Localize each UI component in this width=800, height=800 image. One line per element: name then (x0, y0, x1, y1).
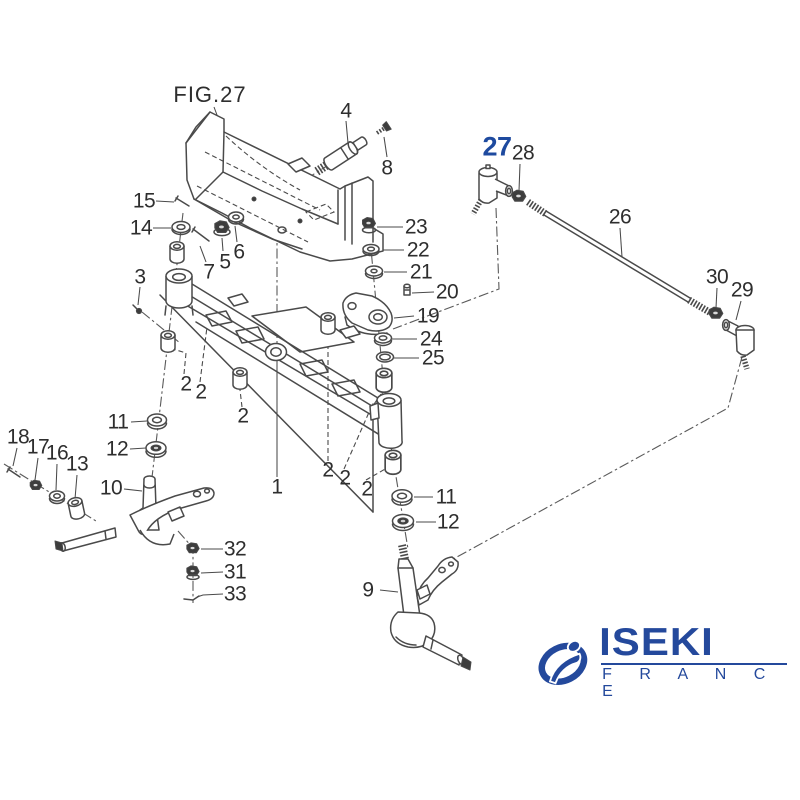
part-label-29: 29 (730, 278, 754, 302)
bolt-3 (132, 304, 143, 315)
part-label-10: 10 (99, 476, 123, 500)
part-label-16: 16 (45, 441, 69, 465)
part-label-18: 18 (6, 425, 30, 449)
support-bracket (185, 111, 384, 262)
part-label-19: 19 (416, 304, 440, 328)
part-label-7: 7 (203, 260, 215, 284)
logo-brand-text: ISEKI (599, 620, 714, 664)
nut-5 (213, 220, 231, 237)
part-label-2: 2 (237, 404, 249, 428)
part-label-2: 2 (339, 466, 351, 490)
part-label-11: 11 (107, 410, 129, 434)
knuckle-arm-10 (54, 475, 215, 552)
part-label-4: 4 (340, 99, 352, 123)
washer-24 (373, 332, 393, 347)
part-label-6: 6 (233, 240, 245, 264)
axle-beam-1 (159, 268, 403, 513)
part-label-21: 21 (409, 260, 433, 284)
pin-7 (191, 226, 210, 242)
part-label-3: 3 (134, 265, 146, 289)
part-label-11: 11 (435, 485, 457, 509)
pin-20 (403, 283, 411, 296)
tie-rod-end-27 (470, 164, 514, 216)
nut-28 (511, 189, 527, 202)
iseki-logo-icon (538, 639, 588, 685)
washer-16 (48, 490, 66, 505)
nut-32 (186, 542, 200, 554)
washer-21 (364, 265, 384, 280)
iseki-france-logo: ISEKI F R A N C E (538, 620, 798, 704)
center-pin-4 (314, 136, 368, 176)
part-label-2: 2 (361, 477, 373, 501)
pin-15 (174, 195, 190, 207)
part-label-15: 15 (132, 189, 156, 213)
nut-30 (708, 306, 724, 319)
bearing-12-right (391, 513, 415, 532)
washer-11-left (146, 413, 168, 430)
washer-6 (227, 211, 245, 225)
part-label-1: 1 (271, 475, 283, 499)
logo-divider (601, 662, 788, 665)
part-label-26: 26 (608, 205, 632, 229)
part-label-24: 24 (419, 327, 443, 351)
part-label-33: 33 (223, 582, 247, 606)
part-label-12: 12 (436, 510, 460, 534)
tie-rod-end-29 (721, 318, 755, 370)
screw-8 (375, 121, 392, 135)
part-label-30: 30 (705, 265, 729, 289)
part-label-8: 8 (381, 156, 393, 180)
part-label-23: 23 (404, 215, 428, 239)
part-label-2: 2 (180, 372, 192, 396)
part-label-5: 5 (219, 250, 231, 274)
logo-region-text: F R A N C E (602, 665, 777, 701)
part-label-20: 20 (435, 280, 459, 304)
part-label-25: 25 (421, 346, 445, 370)
pin-33 (183, 595, 200, 601)
part-label-22: 22 (406, 238, 430, 262)
pin-18 (6, 466, 21, 478)
part-label-2: 2 (195, 380, 207, 404)
part-label-2: 2 (322, 458, 334, 482)
part-label-32: 32 (223, 537, 247, 561)
washer-11-right (391, 489, 413, 506)
washer-22 (362, 243, 380, 257)
nut-31 (186, 565, 200, 581)
bushing-13 (66, 495, 87, 522)
bearing-12-left (145, 440, 167, 459)
snap-ring-25 (375, 351, 395, 363)
leader-lines (12, 106, 742, 598)
spindle-9 (389, 544, 472, 671)
nut-23 (361, 217, 377, 234)
part-label-12: 12 (105, 437, 129, 461)
figure-title: FIG.27 (173, 82, 247, 107)
nut-17 (29, 479, 43, 491)
part-label-31: 31 (223, 560, 247, 584)
part-label-14: 14 (129, 216, 153, 240)
part-label-27-highlighted: 27 (482, 131, 512, 162)
part-label-28: 28 (511, 141, 535, 165)
part-label-17: 17 (26, 435, 50, 459)
tie-rod-26 (526, 199, 713, 317)
washer-14 (171, 220, 191, 236)
part-label-9: 9 (362, 578, 374, 602)
part-label-13: 13 (65, 452, 89, 476)
